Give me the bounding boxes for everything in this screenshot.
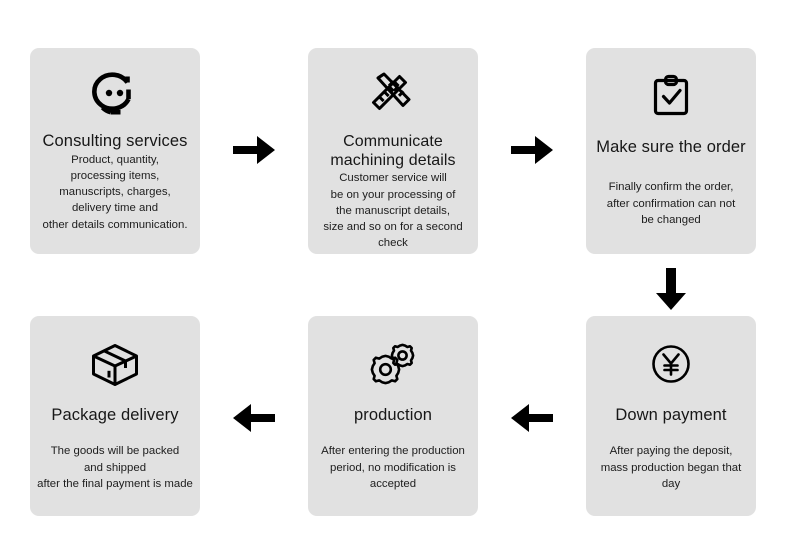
step-title: Consulting services [42,132,188,150]
step-card-package-delivery: Package delivery The goods will be packe… [30,316,200,516]
step-title: production [353,406,433,424]
yen-circle-icon [645,336,697,394]
step-title: Make sure the order [596,138,746,156]
headset-support-icon [87,68,143,120]
arrow-left-icon [226,392,282,444]
step-card-consulting-services: Consulting services Product, quantity, p… [30,48,200,254]
package-box-icon [87,336,143,394]
step-body: After entering the production period, no… [321,445,465,490]
arrow-right-icon [504,124,560,176]
step-title: Package delivery [51,406,179,424]
step-body: The goods will be packed and shipped aft… [37,445,193,490]
step-card-production: production After entering the production… [308,316,478,516]
step-card-make-sure-the-order: Make sure the order Finally confirm the … [586,48,756,254]
step-body: Customer service will be on your process… [323,172,463,250]
step-card-communicate-machining-details: Communicate machining details Customer s… [308,48,478,254]
arrow-left-icon [504,392,560,444]
step-body: After paying the deposit, mass productio… [600,445,742,490]
pencil-ruler-icon [365,68,421,120]
step-body: Finally confirm the order, after confirm… [606,181,736,226]
step-card-down-payment: Down payment After paying the deposit, m… [586,316,756,516]
arrow-right-icon [226,124,282,176]
gears-icon [365,336,421,394]
step-title: Communicate machining details [330,133,456,170]
clipboard-check-icon [645,68,697,126]
step-body: Product, quantity, processing items, man… [42,153,188,231]
arrow-down-icon [645,262,697,316]
step-title: Down payment [615,406,727,424]
